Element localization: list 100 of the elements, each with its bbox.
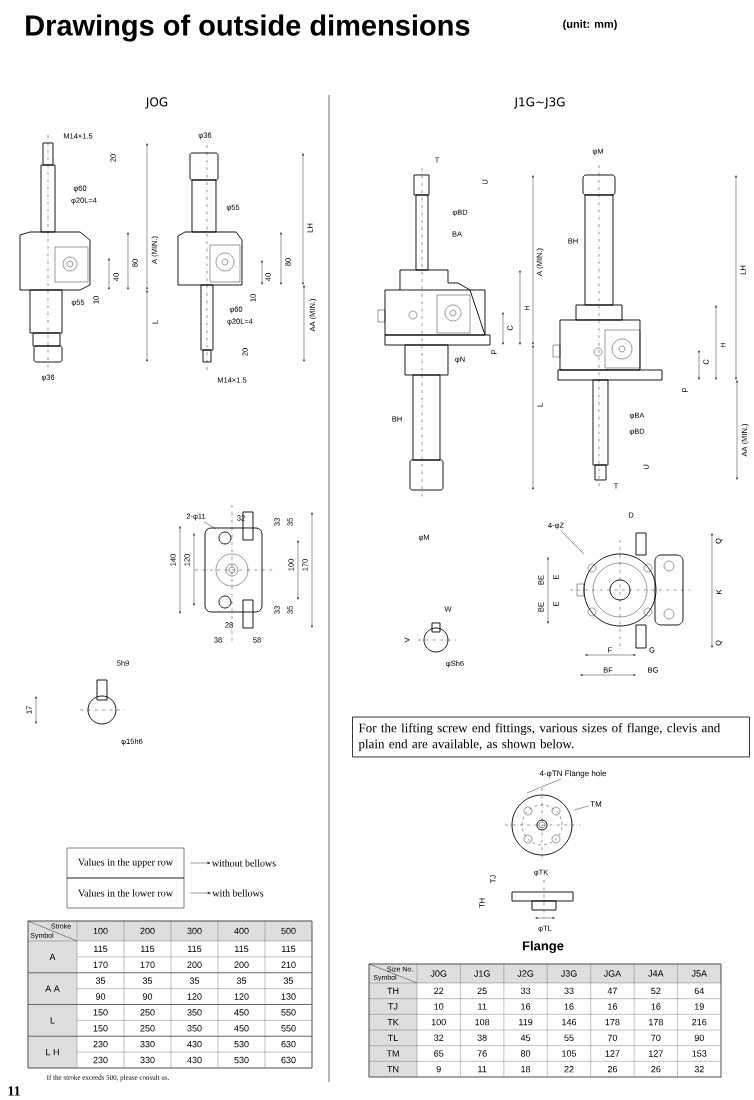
table-cell: 90 bbox=[142, 993, 153, 1000]
table-cell: 18 bbox=[521, 1065, 531, 1073]
table-cell: 16 bbox=[521, 1003, 531, 1010]
table-cell: 200 bbox=[234, 961, 249, 968]
table-cell: 11 bbox=[478, 1066, 487, 1073]
table-cell: 146 bbox=[562, 1018, 577, 1026]
table-cell: 26 bbox=[651, 1065, 661, 1073]
table-cell: 127 bbox=[649, 1050, 663, 1057]
table-cell: 115 bbox=[94, 945, 108, 953]
table-cell: A A bbox=[45, 985, 60, 992]
table-cell: 115 bbox=[282, 945, 296, 953]
table-cell: 90 bbox=[95, 993, 106, 1000]
table-cell: 64 bbox=[694, 987, 704, 994]
table-cell: 170 bbox=[93, 961, 108, 968]
table-cell: J2G bbox=[517, 970, 534, 977]
table-cell: 16 bbox=[651, 1003, 661, 1010]
table-cell: 80 bbox=[520, 1050, 531, 1057]
table-cell: 130 bbox=[281, 993, 296, 1000]
table-cell: J0G bbox=[430, 970, 447, 977]
table-cell: 430 bbox=[187, 1041, 202, 1048]
table-cell: L bbox=[50, 1017, 55, 1024]
table-cell: 250 bbox=[140, 1009, 155, 1016]
leader-line bbox=[573, 805, 590, 811]
table-cell: JGA bbox=[603, 970, 622, 977]
drawing-title: Flange bbox=[522, 940, 564, 954]
page-title: Drawings of outside dimensions bbox=[26, 14, 470, 42]
unit-note: (unit: mm) bbox=[563, 19, 617, 31]
table-cell: 22 bbox=[564, 1066, 574, 1073]
table-cell: 115 bbox=[188, 945, 202, 953]
table-cell: 250 bbox=[140, 1025, 155, 1032]
view-title: JOG bbox=[145, 97, 168, 109]
table-cell: L H bbox=[46, 1049, 59, 1056]
table-cell: 35 bbox=[283, 977, 294, 984]
table-cell: 70 bbox=[607, 1034, 618, 1041]
leader-line bbox=[560, 530, 585, 555]
table-cell: 150 bbox=[93, 1025, 108, 1032]
table-cell: 19 bbox=[694, 1003, 704, 1010]
table-cell: 32 bbox=[434, 1034, 444, 1041]
table-cell: TH bbox=[387, 987, 399, 994]
table-cell: 119 bbox=[519, 1018, 533, 1026]
table-cell: 230 bbox=[93, 1056, 108, 1064]
table-cell: 76 bbox=[477, 1050, 487, 1057]
table-cell: 65 bbox=[434, 1050, 444, 1057]
table-cell: 550 bbox=[281, 1009, 296, 1016]
table-cell: 330 bbox=[140, 1041, 155, 1048]
table-cell: 630 bbox=[281, 1056, 296, 1064]
table-cell: 430 bbox=[187, 1056, 202, 1064]
table-cell: 210 bbox=[281, 961, 296, 968]
legend-box: Values in the lower row bbox=[66, 877, 185, 909]
leader-line bbox=[203, 521, 217, 530]
table-cell: 35 bbox=[189, 977, 200, 984]
view-title: J1G∼J3G bbox=[513, 97, 565, 109]
table-cell: 105 bbox=[562, 1050, 577, 1057]
table-cell: J3G bbox=[560, 970, 577, 977]
table-cell: 52 bbox=[651, 987, 661, 994]
table-cell: TK bbox=[387, 1019, 399, 1026]
table-cell: 100 bbox=[93, 927, 108, 935]
table-cell: 32 bbox=[694, 1065, 704, 1073]
leader-line bbox=[526, 778, 562, 794]
table-cell: 170 bbox=[140, 961, 155, 968]
table-cell: J1G bbox=[474, 970, 490, 977]
table-cell: 9 bbox=[436, 1065, 441, 1073]
table-cell: 530 bbox=[234, 1041, 249, 1048]
callout-label: TM bbox=[590, 801, 602, 807]
table-cell: 450 bbox=[234, 1025, 249, 1032]
callout-label: 4-φTN Flange hole bbox=[539, 770, 607, 778]
table-cell: 178 bbox=[605, 1018, 620, 1026]
table-cell: J4A bbox=[648, 970, 664, 977]
table-cell: 300 bbox=[187, 927, 202, 935]
arrow bbox=[190, 861, 211, 865]
table-cell: 10 bbox=[434, 1003, 444, 1010]
table-cell: 200 bbox=[140, 927, 155, 935]
table-cell: 33 bbox=[564, 987, 574, 994]
table-cell: TM bbox=[386, 1050, 399, 1057]
table-cell: 500 bbox=[281, 927, 296, 935]
legend-text: without bellows bbox=[211, 859, 276, 867]
table-cell: 330 bbox=[140, 1056, 155, 1064]
table-cell: 350 bbox=[187, 1009, 202, 1016]
table-cell: 25 bbox=[477, 987, 487, 994]
table-cell: 38 bbox=[477, 1034, 487, 1041]
table-cell: A bbox=[49, 953, 56, 960]
table-cell: 55 bbox=[564, 1034, 574, 1041]
note-box: For the lifting screw end fittings, various sizes of flange, clevis and plain end are available, as shown below. bbox=[352, 716, 750, 758]
table-cell: 45 bbox=[520, 1034, 531, 1041]
table-cell: 35 bbox=[95, 977, 106, 984]
table-cell: 100 bbox=[431, 1018, 446, 1026]
table-cell: 450 bbox=[234, 1009, 249, 1016]
table-cell: 33 bbox=[520, 987, 531, 994]
table-cell: 115 bbox=[235, 945, 249, 953]
legend-box: Values in the upper row bbox=[66, 847, 185, 879]
table-cell: 35 bbox=[142, 977, 153, 984]
table-cell: 550 bbox=[281, 1025, 296, 1032]
arrow bbox=[190, 891, 211, 895]
table-cell: 153 bbox=[692, 1050, 707, 1057]
table-cell: 47 bbox=[607, 987, 617, 994]
table-cell: 16 bbox=[564, 1003, 574, 1010]
table-cell: 230 bbox=[93, 1041, 108, 1048]
table-cell: 178 bbox=[649, 1018, 663, 1026]
table-cell: 120 bbox=[234, 993, 249, 1000]
table-cell: 115 bbox=[141, 945, 155, 953]
